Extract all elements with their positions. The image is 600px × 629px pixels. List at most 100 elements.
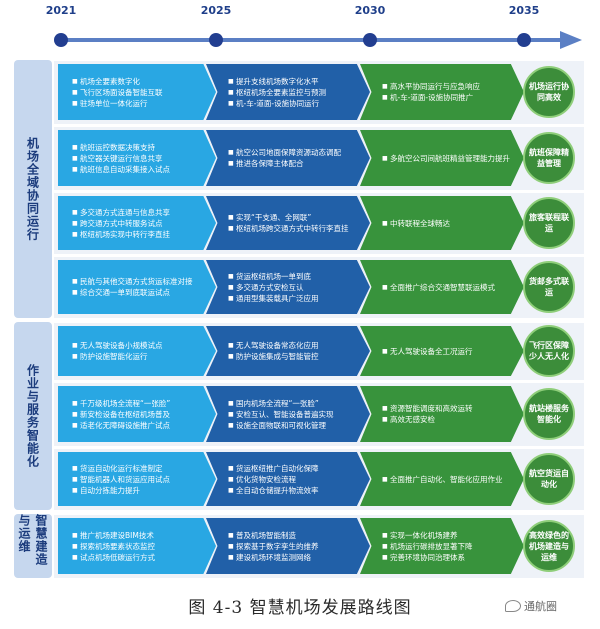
roadmap-item: 实现“干支通、全网联” bbox=[228, 212, 360, 223]
roadmap-item: 多交通方式连通与信息共享 bbox=[72, 207, 206, 218]
timeline-line bbox=[58, 38, 563, 42]
timeline-dot bbox=[54, 33, 68, 47]
phase-2025-2030: 航空公司地面保障资源动态调配 推进各保障主体配合 bbox=[206, 130, 370, 186]
goal-circle: 旅客联程联运 bbox=[523, 197, 575, 249]
roadmap-item: 高效无感安检 bbox=[382, 414, 514, 425]
roadmap-item: 建设机场环境监测网络 bbox=[228, 552, 360, 563]
phase-2030-2035: 多航空公司间航班精益管理能力提升 bbox=[360, 130, 524, 186]
roadmap-item: 枢纽机场跨交通方式中转行李直挂 bbox=[228, 223, 360, 234]
roadmap-item: 航班运控数据决策支持 bbox=[72, 142, 206, 153]
goal-label: 高效绿色的机场建造与运维 bbox=[529, 530, 569, 562]
roadmap-item: 航空公司地面保障资源动态调配 bbox=[228, 147, 360, 158]
chat-bubble-icon bbox=[505, 600, 521, 612]
roadmap-item: 防护设施集成与智能管控 bbox=[228, 351, 360, 362]
phase-2021-2025: 无人驾驶设备小规模试点 防护设施智能化运行 bbox=[58, 326, 216, 376]
roadmap-item: 机场运行碳排放显著下降 bbox=[382, 541, 514, 552]
phase-2021-2025: 千万级机场全流程“一张脸” 新安检设备在枢纽机场普及 适老化无障碍设施推广试点 bbox=[58, 386, 216, 442]
phase-2021-2025: 民航与其他交通方式货运标准对接 综合交通一单到底联运试点 bbox=[58, 260, 216, 314]
year-2035: 2035 bbox=[508, 4, 540, 17]
phase-2025-2030: 国内机场全流程“一张脸” 安检互认、智能设备普遍实现 设施全面物联和可视化管理 bbox=[206, 386, 370, 442]
goal-label: 航空货运自动化 bbox=[529, 469, 569, 489]
year-2025: 2025 bbox=[200, 4, 232, 17]
roadmap-item: 国内机场全流程“一张脸” bbox=[228, 398, 360, 409]
roadmap-item: 适老化无障碍设施推广试点 bbox=[72, 420, 206, 431]
goal-circle: 航空货运自动化 bbox=[523, 453, 575, 505]
category-label: 智慧建造与运维 bbox=[17, 514, 48, 566]
phase-2025-2030: 提升支线机场数字化水平 枢纽机场全要素监控与预测 机-车-道面-设施协同运行 bbox=[206, 64, 370, 120]
roadmap-item: 提升支线机场数字化水平 bbox=[228, 76, 360, 87]
goal-label: 航站楼服务智能化 bbox=[529, 404, 569, 424]
category-collaborative-operation: 机场全域协同运行 bbox=[14, 60, 52, 318]
year-2030: 2030 bbox=[354, 4, 386, 17]
phase-2030-2035: 高水平协同运行与应急响应 机-车-道面-设施协同推广 bbox=[360, 64, 524, 120]
phase-2030-2035: 全面推广综合交通智慧联运模式 bbox=[360, 260, 524, 314]
phase-2030-2035: 中转联程全球畅达 bbox=[360, 196, 524, 250]
phase-2021-2025: 航班运控数据决策支持 航空器关键运行信息共享 航班信息自动采集接入试点 bbox=[58, 130, 216, 186]
category-construction-maintenance: 智慧建造与运维 bbox=[14, 514, 52, 578]
roadmap-item: 全面推广自动化、智能化应用作业 bbox=[382, 474, 514, 485]
phase-2025-2030: 无人驾驶设备常态化应用 防护设施集成与智能管控 bbox=[206, 326, 370, 376]
goal-label: 旅客联程联运 bbox=[529, 213, 569, 233]
watermark: 通航圈 bbox=[505, 598, 557, 614]
roadmap-item: 完善环境协同治理体系 bbox=[382, 552, 514, 563]
category-label: 机场全域协同运行 bbox=[25, 137, 40, 241]
watermark-text: 通航圈 bbox=[524, 600, 557, 613]
goal-label: 机场运行协同高效 bbox=[529, 82, 569, 102]
goal-circle: 航班保障精益管理 bbox=[523, 132, 575, 184]
roadmap-item: 推进各保障主体配合 bbox=[228, 158, 360, 169]
roadmap-item: 试点机场低碳运行方式 bbox=[72, 552, 206, 563]
roadmap-item: 实现一体化机场建养 bbox=[382, 530, 514, 541]
timeline-dot bbox=[209, 33, 223, 47]
figure-caption: 图 4-3 智慧机场发展路线图 bbox=[188, 598, 412, 618]
roadmap-item: 智能机器人和货运应用试点 bbox=[72, 474, 206, 485]
phase-2030-2035: 无人驾驶设备全工况运行 bbox=[360, 326, 524, 376]
roadmap-item: 枢纽机场实现中转行李直挂 bbox=[72, 229, 206, 240]
roadmap-item: 自动分拣能力提升 bbox=[72, 485, 206, 496]
roadmap-item: 探索基于数字孪生的维养 bbox=[228, 541, 360, 552]
roadmap-item: 驻场单位一体化运行 bbox=[72, 98, 206, 109]
phase-2021-2025: 多交通方式连通与信息共享 跨交通方式中转服务试点 枢纽机场实现中转行李直挂 bbox=[58, 196, 216, 250]
roadmap-item: 探索机场要素状态监控 bbox=[72, 541, 206, 552]
timeline-dot bbox=[363, 33, 377, 47]
roadmap-item: 高水平协同运行与应急响应 bbox=[382, 81, 514, 92]
phase-2030-2035: 全面推广自动化、智能化应用作业 bbox=[360, 452, 524, 506]
roadmap-item: 机场全要素数字化 bbox=[72, 76, 206, 87]
phase-2025-2030: 货运枢纽推广自动化保障 优化货物安检流程 全自动仓储提升物流效率 bbox=[206, 452, 370, 506]
roadmap-item: 中转联程全球畅达 bbox=[382, 218, 514, 229]
phase-2030-2035: 资源智能调度和高效运转 高效无感安检 bbox=[360, 386, 524, 442]
roadmap-item: 航班信息自动采集接入试点 bbox=[72, 164, 206, 175]
roadmap-item: 全自动仓储提升物流效率 bbox=[228, 485, 360, 496]
roadmap-item: 无人驾驶设备小规模试点 bbox=[72, 340, 206, 351]
roadmap-item: 综合交通一单到底联运试点 bbox=[72, 287, 206, 298]
roadmap-item: 货运枢纽推广自动化保障 bbox=[228, 463, 360, 474]
goal-circle: 高效绿色的机场建造与运维 bbox=[523, 520, 575, 572]
roadmap-item: 航空器关键运行信息共享 bbox=[72, 153, 206, 164]
roadmap-item: 货运自动化运行标准制定 bbox=[72, 463, 206, 474]
phase-2021-2025: 机场全要素数字化 飞行区场面设备智能互联 驻场单位一体化运行 bbox=[58, 64, 216, 120]
goal-circle: 航站楼服务智能化 bbox=[523, 388, 575, 440]
roadmap-item: 新安检设备在枢纽机场普及 bbox=[72, 409, 206, 420]
roadmap-item: 多航空公司间航班精益管理能力提升 bbox=[382, 153, 514, 164]
roadmap-item: 跨交通方式中转服务试点 bbox=[72, 218, 206, 229]
category-label: 作业与服务智能化 bbox=[25, 364, 40, 468]
phase-2021-2025: 货运自动化运行标准制定 智能机器人和货运应用试点 自动分拣能力提升 bbox=[58, 452, 216, 506]
roadmap-item: 资源智能调度和高效运转 bbox=[382, 403, 514, 414]
year-2021: 2021 bbox=[45, 4, 77, 17]
category-service-intelligence: 作业与服务智能化 bbox=[14, 322, 52, 510]
goal-circle: 机场运行协同高效 bbox=[523, 66, 575, 118]
phase-2030-2035: 实现一体化机场建养 机场运行碳排放显著下降 完善环境协同治理体系 bbox=[360, 518, 524, 574]
roadmap-item: 普及机场智能制造 bbox=[228, 530, 360, 541]
roadmap-item: 枢纽机场全要素监控与预测 bbox=[228, 87, 360, 98]
roadmap-item: 飞行区场面设备智能互联 bbox=[72, 87, 206, 98]
phase-2025-2030: 货运枢纽机场一单到底 多交通方式安检互认 通用型集装载具广泛应用 bbox=[206, 260, 370, 314]
roadmap-item: 通用型集装载具广泛应用 bbox=[228, 293, 360, 304]
goal-circle: 货邮多式联运 bbox=[523, 261, 575, 313]
phase-2025-2030: 普及机场智能制造 探索基于数字孪生的维养 建设机场环境监测网络 bbox=[206, 518, 370, 574]
phase-2021-2025: 推广机场建设BIM技术 探索机场要素状态监控 试点机场低碳运行方式 bbox=[58, 518, 216, 574]
timeline-arrowhead bbox=[560, 31, 582, 49]
roadmap-item: 机-车-道面-设施协同运行 bbox=[228, 98, 360, 109]
phase-2025-2030: 实现“干支通、全网联” 枢纽机场跨交通方式中转行李直挂 bbox=[206, 196, 370, 250]
roadmap-item: 防护设施智能化运行 bbox=[72, 351, 206, 362]
roadmap-item: 机-车-道面-设施协同推广 bbox=[382, 92, 514, 103]
roadmap-item: 千万级机场全流程“一张脸” bbox=[72, 398, 206, 409]
